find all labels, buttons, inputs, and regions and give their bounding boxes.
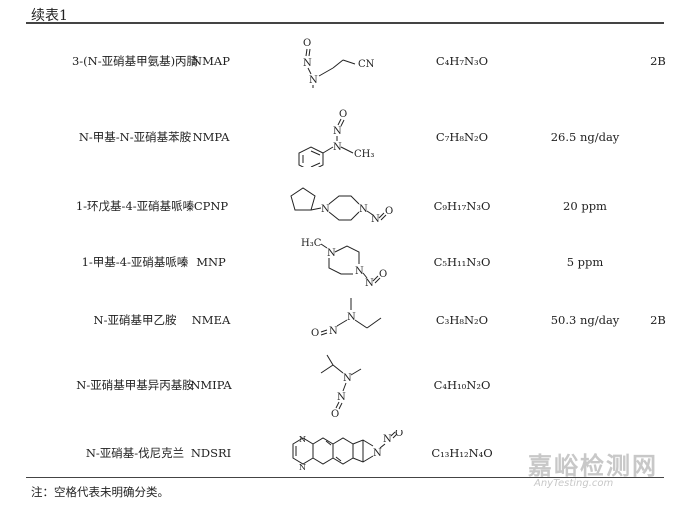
- watermark-en: AnyTesting.com: [534, 478, 614, 489]
- svg-text:N: N: [355, 266, 364, 277]
- svg-text:O: O: [303, 38, 311, 49]
- classification: 2B: [650, 54, 666, 68]
- svg-text:N: N: [347, 312, 356, 323]
- svg-text:N: N: [299, 463, 306, 472]
- svg-text:N: N: [327, 248, 336, 259]
- svg-text:N: N: [309, 75, 318, 86]
- structure-cpnp: N N N O: [290, 187, 393, 225]
- compound-name: N-甲基-N-亚硝基苯胺: [78, 130, 192, 144]
- svg-text:N: N: [365, 278, 374, 289]
- compound-abbr: NMIPA: [190, 378, 232, 392]
- intake-limit: 5 ppm: [566, 255, 604, 269]
- watermark: 嘉峪检测网 AnyTesting.com: [528, 446, 658, 489]
- svg-text:N: N: [333, 126, 342, 137]
- compound-abbr: NMAP: [192, 54, 230, 68]
- svg-text:N: N: [383, 434, 392, 445]
- svg-text:N: N: [359, 204, 368, 215]
- compound-abbr: NMPA: [192, 130, 230, 144]
- compound-name: N-亚硝基-伐尼克兰: [85, 446, 185, 460]
- structure-ndsri: N N N N O: [292, 430, 403, 472]
- compound-abbr: CPNP: [193, 199, 229, 213]
- structure-nmea: N N O: [311, 298, 382, 339]
- svg-text:O: O: [339, 109, 347, 120]
- svg-text:N: N: [333, 142, 342, 153]
- svg-text:O: O: [311, 328, 319, 339]
- compound-name: 3-(N-亚硝基甲氨基)丙腈: [71, 54, 199, 68]
- svg-text:N: N: [373, 448, 382, 459]
- table-top-rule: [26, 22, 664, 24]
- svg-text:O: O: [379, 269, 387, 280]
- molecular-formula: C₉H₁₇N₃O: [433, 199, 491, 213]
- compound-abbr: NMEA: [191, 313, 231, 327]
- structure-nmpa: O N N CH₃: [298, 109, 374, 167]
- svg-text:N: N: [329, 326, 338, 337]
- svg-text:N: N: [343, 373, 352, 384]
- classification: 2B: [650, 313, 666, 327]
- svg-text:H₃C: H₃C: [301, 238, 322, 249]
- molecular-formula: C₅H₁₁N₃O: [433, 255, 491, 269]
- svg-text:N: N: [337, 392, 346, 403]
- structure-nmipa: N N O: [320, 354, 362, 417]
- intake-limit: 20 ppm: [563, 199, 607, 213]
- molecular-formula: C₄H₁₀N₂O: [433, 378, 491, 392]
- molecular-formula: C₇H₈N₂O: [435, 130, 489, 144]
- svg-text:O: O: [385, 206, 393, 217]
- svg-text:N: N: [299, 435, 306, 444]
- svg-text:N: N: [303, 58, 312, 69]
- table-note: 注：空格代表未明确分类。: [31, 485, 169, 499]
- table-bottom-rule: [26, 477, 664, 478]
- structure-mnp: H₃C N N N O: [301, 238, 387, 289]
- watermark-cn: 嘉峪检测网: [528, 452, 658, 480]
- compound-abbr: MNP: [196, 255, 226, 269]
- molecular-formula: C₁₃H₁₂N₄O: [431, 446, 493, 460]
- svg-text:CH₃: CH₃: [354, 149, 374, 160]
- svg-text:CN: CN: [358, 59, 375, 70]
- svg-text:N: N: [321, 204, 330, 215]
- svg-text:N: N: [371, 214, 380, 225]
- compound-abbr: NDSRI: [190, 446, 232, 460]
- svg-text:O: O: [331, 409, 339, 417]
- compound-name: N-亚硝基甲基异丙基胺: [76, 378, 194, 392]
- table-caption: 续表1: [31, 8, 68, 24]
- compound-name: N-亚硝基甲乙胺: [93, 313, 177, 327]
- svg-text:O: O: [395, 430, 403, 439]
- compound-name: 1-环戊基-4-亚硝基哌嗪: [75, 199, 195, 213]
- compound-name: 1-甲基-4-亚硝基哌嗪: [81, 255, 189, 269]
- structure-nmap: O N N CN CH₃: [303, 38, 375, 88]
- intake-limit: 50.3 ng/day: [550, 313, 620, 327]
- intake-limit: 26.5 ng/day: [550, 130, 620, 144]
- molecular-formula: C₄H₇N₃O: [435, 54, 489, 68]
- molecular-formula: C₃H₈N₂O: [435, 313, 489, 327]
